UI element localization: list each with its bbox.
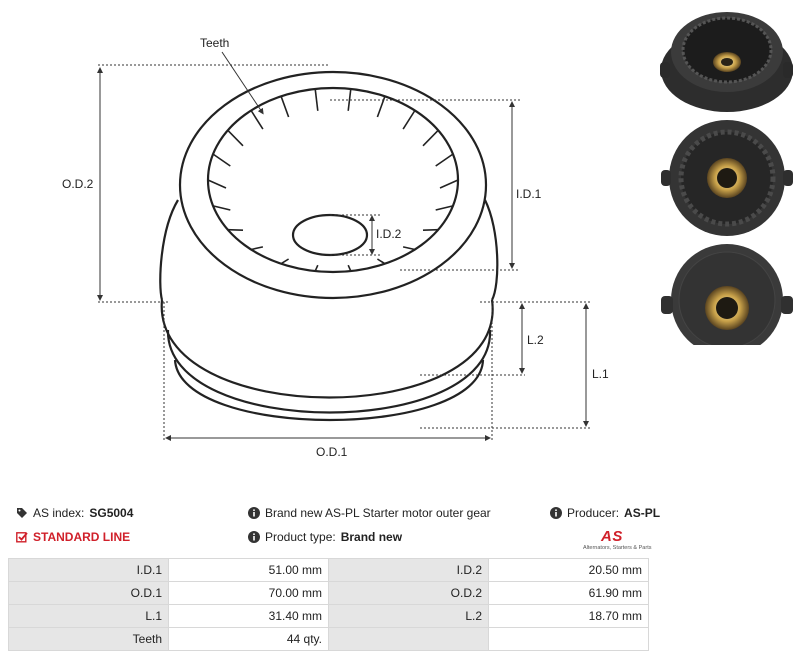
spec-key: Teeth [8,627,169,651]
label-od1: O.D.1 [316,445,348,459]
photo-gear-front [661,120,793,236]
product-photos [660,12,793,345]
spec-key: O.D.1 [8,581,169,605]
gear-tooth [227,228,244,231]
label-od2: O.D.2 [62,177,94,191]
table-row: O.D.1 70.00 mm O.D.2 61.90 mm [8,581,649,605]
spec-value: 20.50 mm [488,558,649,582]
gear-tooth [402,110,416,130]
spec-key: L.2 [328,604,489,628]
product-type: Product type: Brand new [248,530,402,544]
spec-table: I.D.1 51.00 mm I.D.2 20.50 mm O.D.1 70.0… [8,558,649,651]
info-icon [248,531,260,543]
producer: Producer: AS-PL [550,506,660,520]
product-type-value: Brand new [340,530,403,544]
checkbox-checked-icon [16,532,28,543]
spec-value: 51.00 mm [168,558,329,582]
gear-tooth [439,179,459,189]
gear-tooth [250,246,264,251]
description-text: Brand new AS-PL Starter motor outer gear [265,506,491,520]
label-id2: I.D.2 [376,227,402,241]
spec-key: I.D.1 [8,558,169,582]
gear-tooth [250,110,264,130]
gear-tooth [280,258,290,265]
spec-value: 61.90 mm [488,581,649,605]
gear-tooth [422,228,439,231]
as-index: AS index: SG5004 [16,506,133,520]
info-icon [248,507,260,519]
as-index-label: AS index: [33,506,85,520]
info-icon [550,507,562,519]
gear-tooth [212,153,231,167]
gear-tooth [314,264,319,272]
as-index-value: SG5004 [89,506,134,520]
table-row: L.1 31.40 mm L.2 18.70 mm [8,604,649,628]
spec-value: 31.40 mm [168,604,329,628]
gear-tooth [435,205,454,211]
standard-line-label: STANDARD LINE [33,530,131,544]
technical-drawing: Teeth O.D.2 I.D.1 I.D.2 L.2 L.1 O.D.1 [62,36,609,459]
table-row: I.D.1 51.00 mm I.D.2 20.50 mm [8,558,649,582]
photo-gear-angled [660,12,793,112]
gear-tooth [376,258,386,265]
spec-value: 70.00 mm [168,581,329,605]
producer-value: AS-PL [624,506,661,520]
gear-tooth [280,96,290,118]
label-l1: L.1 [592,367,609,381]
gear-tooth [347,264,352,272]
gear-tooth [422,129,439,147]
gear-tooth [212,205,231,211]
gear-tooth [314,88,319,111]
gear-tooth [347,88,352,111]
spec-key: L.1 [8,604,169,628]
spec-key [328,627,489,651]
spec-value: 44 qty. [168,627,329,651]
logo-mark: AS [601,528,623,545]
gear-tooth [227,129,244,147]
photo-gear-back [661,244,793,345]
spec-value [488,627,649,651]
standard-line: STANDARD LINE [16,530,130,544]
spec-key: O.D.2 [328,581,489,605]
gear-tooth [376,96,386,118]
label-id1: I.D.1 [516,187,542,201]
gear-tooth [435,153,454,167]
tag-icon [17,508,27,518]
logo-tagline: Alternators, Starters & Parts [583,545,652,551]
description: Brand new AS-PL Starter motor outer gear [248,506,491,520]
gear-tooth [207,179,227,189]
gear-tooth [402,246,416,251]
as-pl-logo: AS Alternators, Starters & Parts [583,528,653,554]
product-info: AS index: SG5004 Brand new AS-PL Starter… [0,500,800,560]
producer-label: Producer: [567,506,620,520]
spec-value: 18.70 mm [488,604,649,628]
table-row: Teeth 44 qty. [8,627,649,651]
spec-key: I.D.2 [328,558,489,582]
label-teeth: Teeth [200,36,229,50]
label-l2: L.2 [527,333,544,347]
product-type-label: Product type: [265,530,336,544]
